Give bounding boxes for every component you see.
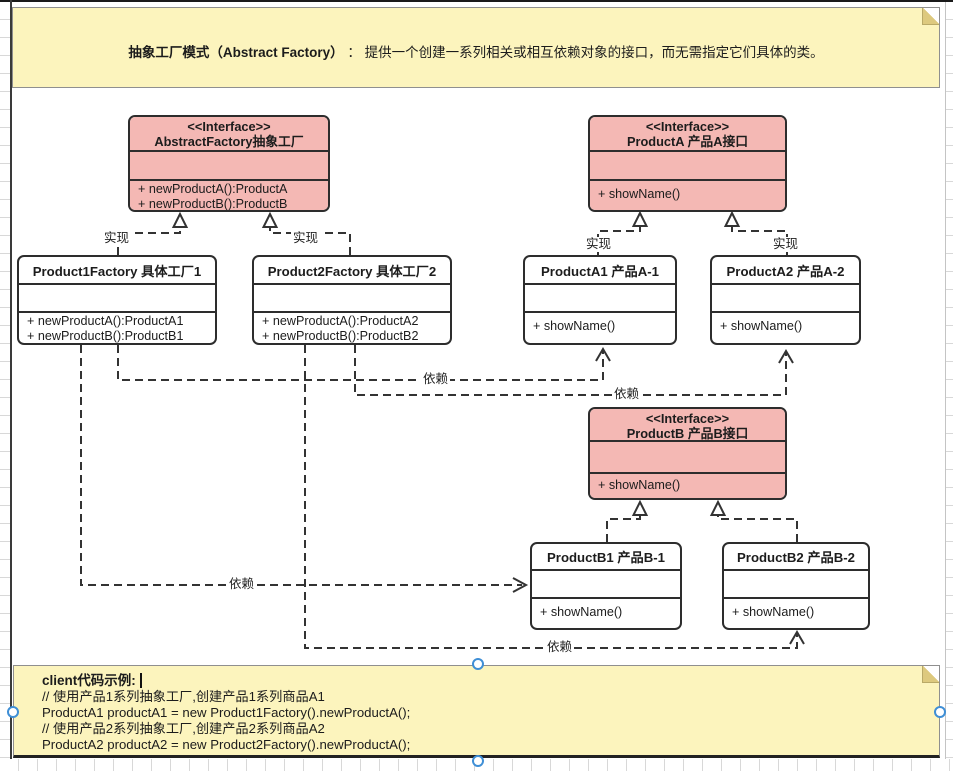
- class-method: + newProductB():ProductB: [138, 197, 288, 211]
- window-top-border: [0, 0, 953, 2]
- class-name: Product1Factory 具体工厂1: [32, 263, 202, 279]
- client-code-note[interactable]: client代码示例: // 使用产品1系列抽象工厂,创建产品1系列商品A1 P…: [13, 665, 940, 758]
- class-name: ProductA 产品A接口: [626, 134, 749, 149]
- depend-label: 依赖: [612, 387, 642, 402]
- realize-arrowhead-icon: [631, 210, 649, 227]
- class-stereotype: <<Interface>>: [645, 119, 730, 134]
- realize-label: 实现: [771, 237, 801, 252]
- client-note-title: client代码示例:: [42, 673, 136, 688]
- pattern-title-text: 抽象工厂模式（Abstract Factory） ： 提供一个创建一系列相关或相…: [13, 41, 939, 61]
- note-fold-corner: [922, 666, 939, 683]
- class-name: ProductB 产品B接口: [626, 426, 749, 441]
- realize-arrowhead-icon: [723, 210, 741, 227]
- class-productB-interface[interactable]: <<Interface>> ProductB 产品B接口 + showName(…: [588, 407, 787, 500]
- class-productA2[interactable]: ProductA2 产品A-2 + showName(): [710, 255, 861, 345]
- selection-handle-left[interactable]: [7, 706, 19, 718]
- spreadsheet-grid-left: [0, 2, 10, 759]
- realize-label: 实现: [102, 231, 132, 246]
- class-method: + newProductA():ProductA1: [27, 314, 184, 328]
- class-attributes: [590, 150, 785, 179]
- class-attributes: [130, 150, 328, 179]
- realize-label: 实现: [584, 237, 614, 252]
- class-name: ProductA1 产品A-1: [541, 263, 659, 279]
- selection-handle-right[interactable]: [934, 706, 946, 718]
- class-method: + newProductA():ProductA: [138, 182, 288, 196]
- class-abstract-factory[interactable]: <<Interface>> AbstractFactory抽象工厂 + newP…: [128, 115, 330, 212]
- depend-line-factory2-A2: [354, 345, 787, 396]
- pattern-title-description: 提供一个创建一系列相关或相互依赖对象的接口，而无需指定它们具体的类。: [364, 45, 824, 60]
- class-name: ProductB2 产品B-2: [737, 550, 855, 565]
- class-attributes: [254, 283, 450, 311]
- realize-label: 实现: [291, 231, 321, 246]
- class-product1-factory[interactable]: Product1Factory 具体工厂1 + newProductA():Pr…: [17, 255, 217, 345]
- realize-arrowhead-icon: [631, 499, 649, 516]
- class-method: + newProductA():ProductA2: [262, 314, 419, 328]
- class-attributes: [525, 283, 675, 311]
- realize-arrowhead-icon: [709, 499, 727, 516]
- depend-line-factory1-B1: [80, 345, 522, 586]
- class-method: + showName(): [533, 319, 616, 333]
- realize-line-productA2: [731, 226, 788, 255]
- depend-label: 依赖: [227, 577, 257, 592]
- class-method: + showName(): [720, 319, 803, 333]
- depend-arrowhead-icon: [512, 577, 529, 593]
- depend-arrowhead-icon: [789, 630, 805, 645]
- class-stereotype: <<Interface>>: [645, 411, 730, 426]
- depend-arrowhead-icon: [595, 347, 611, 362]
- canvas-left-edge: [10, 0, 12, 759]
- realize-arrowhead-icon: [171, 211, 189, 228]
- pattern-title-bold: 抽象工厂模式（Abstract Factory）: [128, 45, 344, 60]
- class-attributes: [712, 283, 859, 311]
- class-method: + showName(): [732, 605, 815, 619]
- class-productB2[interactable]: ProductB2 产品B-2 + showName(): [722, 542, 870, 630]
- depend-label: 依赖: [421, 372, 451, 387]
- class-attributes: [724, 569, 868, 597]
- code-line: ProductA1 productA1 = new Product1Factor…: [42, 705, 411, 720]
- class-productA-interface[interactable]: <<Interface>> ProductA 产品A接口 + showName(…: [588, 115, 787, 212]
- class-name: ProductB1 产品B-1: [547, 550, 665, 565]
- text-cursor: [139, 673, 142, 688]
- spreadsheet-grid-right: [946, 2, 953, 759]
- pattern-title-separator: ：: [343, 45, 365, 60]
- title-note[interactable]: 抽象工厂模式（Abstract Factory） ： 提供一个创建一系列相关或相…: [12, 7, 940, 88]
- class-stereotype: <<Interface>>: [187, 119, 271, 134]
- depend-label: 依赖: [545, 640, 575, 655]
- selection-handle-top[interactable]: [472, 658, 484, 670]
- realize-arrowhead-icon: [261, 211, 279, 228]
- class-method: + newProductB():ProductB1: [27, 329, 184, 343]
- class-productA1[interactable]: ProductA1 产品A-1 + showName(): [523, 255, 677, 345]
- class-attributes: [590, 440, 785, 472]
- code-comment-line: // 使用产品1系列抽象工厂,创建产品1系列商品A1: [42, 689, 325, 704]
- class-name: ProductA2 产品A-2: [726, 263, 845, 279]
- code-comment-line: // 使用产品2系列抽象工厂,创建产品2系列商品A2: [42, 721, 325, 736]
- depend-arrowhead-icon: [778, 349, 794, 364]
- class-method: + newProductB():ProductB2: [262, 329, 419, 343]
- note-fold-corner: [922, 8, 939, 25]
- class-product2-factory[interactable]: Product2Factory 具体工厂2 + newProductA():Pr…: [252, 255, 452, 345]
- class-method: + showName(): [598, 478, 681, 492]
- class-name: Product2Factory 具体工厂2: [267, 263, 437, 279]
- realize-line-productA1: [597, 226, 641, 255]
- realize-line-productB1: [606, 515, 641, 542]
- class-productB1[interactable]: ProductB1 产品B-1 + showName(): [530, 542, 682, 630]
- canvas-right-edge: [945, 2, 946, 759]
- class-method: + showName(): [598, 187, 681, 201]
- realize-line-factory1: [117, 227, 181, 255]
- class-attributes: [19, 283, 215, 311]
- class-method: + showName(): [540, 605, 623, 619]
- code-line: ProductA2 productA2 = new Product2Factor…: [42, 737, 411, 752]
- class-attributes: [532, 569, 680, 597]
- class-name: AbstractFactory抽象工厂: [154, 134, 304, 149]
- realize-line-factory2: [269, 227, 351, 255]
- realize-line-productB2: [717, 515, 798, 542]
- depend-line-factory1-A1: [117, 345, 604, 381]
- selection-handle-bottom[interactable]: [472, 755, 484, 767]
